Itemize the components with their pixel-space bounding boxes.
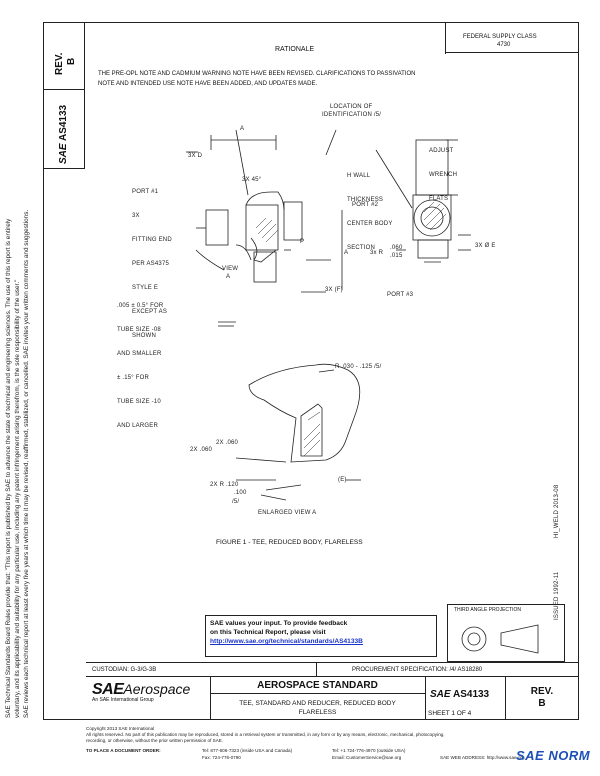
sae-aerospace-logo: SAEAerospace An SAE International Group bbox=[92, 681, 191, 703]
rationale-line: NOTE AND INTENDED USE NOTE HAVE BEEN ADD… bbox=[98, 81, 318, 87]
fax: Fax: 724-776-0790 bbox=[202, 755, 241, 760]
tube-note: .005 ± 0.5° FOR TUBE SIZE -08 AND SMALLE… bbox=[117, 303, 164, 429]
phone-intl: Tel: +1 724-776-4970 (outside USA) bbox=[332, 748, 406, 753]
divider bbox=[505, 676, 506, 720]
location-label: LOCATION OF bbox=[330, 104, 373, 110]
rationale-label: RATIONALE bbox=[275, 46, 315, 53]
tee-drawing bbox=[186, 129, 471, 501]
rationale-line: THE PRE-OPL NOTE AND CADMIUM WARNING NOT… bbox=[98, 71, 416, 77]
fsc-label: FEDERAL SUPPLY CLASS bbox=[463, 34, 537, 40]
view-label: VIEW bbox=[222, 266, 239, 272]
port2-label: PORT #2 bbox=[352, 202, 379, 208]
identification-label: IDENTIFICATION /5/ bbox=[322, 112, 382, 118]
h-wall-label: H WALL THICKNESS CENTER BODY SECTION bbox=[347, 173, 393, 251]
port3-label: PORT #3 bbox=[387, 292, 414, 298]
dim-d-label: 3X D bbox=[188, 153, 203, 159]
email: Email: CustomerService@sae.org bbox=[332, 755, 402, 760]
dim-3xr-label: 3x R bbox=[370, 250, 384, 256]
rev-block: REV. B bbox=[530, 686, 554, 709]
dim-3xf-label: 3X (F) bbox=[325, 287, 343, 293]
doc-number: SAE AS4133 bbox=[430, 689, 490, 700]
divider bbox=[86, 676, 579, 677]
sae-norm-watermark: SAE NORM bbox=[516, 748, 591, 763]
feedback-line-2: on this Technical Report, please visit bbox=[210, 629, 326, 636]
view-a-label: A bbox=[226, 274, 231, 280]
detail-2xr3-label: /5/ bbox=[232, 499, 240, 505]
web-address: SAE WEB ADDRESS: http://www.sae.org bbox=[440, 755, 525, 760]
dim-3xe-label: 3X Ø E bbox=[475, 243, 496, 249]
document-title-2: FLARELESS bbox=[298, 709, 337, 716]
footer-copyright: Copyright 2013 SAE International All rig… bbox=[86, 726, 445, 743]
detail-e-label: (E) bbox=[338, 477, 347, 483]
wrench-flats-label: ADJUST WRENCH FLATS bbox=[429, 148, 458, 202]
detail-r-label: R .030 - .125 /5/ bbox=[335, 364, 382, 370]
dim-a2-label: A bbox=[344, 250, 349, 256]
enlarged-view-label: ENLARGED VIEW A bbox=[258, 510, 317, 516]
procurement-label: PROCUREMENT SPECIFICATION: /4/ AS18280 bbox=[352, 667, 483, 673]
rationale-header: RATIONALE bbox=[85, 22, 446, 54]
figure-caption: FIGURE 1 - TEE, REDUCED BODY, FLARELESS bbox=[216, 539, 363, 546]
side-note-line: SAE Technical Standards Board Rules prov… bbox=[5, 218, 12, 718]
feedback-box: SAE values your input. To provide feedba… bbox=[205, 615, 437, 657]
projection-label: THIRD ANGLE PROJECTION bbox=[454, 607, 521, 613]
phone-us: Tel: 877-606-7323 (inside USA and Canada… bbox=[202, 748, 293, 753]
projection-symbol bbox=[461, 624, 539, 654]
divider bbox=[210, 676, 211, 720]
detail-2xr-label: 2X R .120 bbox=[210, 482, 239, 488]
projection-box: THIRD ANGLE PROJECTION bbox=[447, 604, 565, 662]
divider bbox=[210, 693, 425, 694]
side-note-line: SAE reviews each technical report at lea… bbox=[23, 209, 30, 718]
order-label: TO PLACE A DOCUMENT ORDER: bbox=[86, 748, 161, 753]
feedback-link[interactable]: http://www.sae.org/technical/standards/A… bbox=[210, 638, 363, 645]
dim-45-label: 3X 45° bbox=[242, 177, 262, 183]
detail-2x-label: 2X .060 bbox=[216, 440, 239, 446]
dim-c1-label: .060 bbox=[390, 245, 403, 251]
divider bbox=[425, 676, 426, 720]
divider bbox=[316, 662, 317, 676]
rationale-text: THE PRE-OPL NOTE AND CADMIUM WARNING NOT… bbox=[98, 69, 416, 89]
feedback-line-1: SAE values your input. To provide feedba… bbox=[210, 620, 348, 627]
dim-p-label: P bbox=[300, 239, 305, 245]
sheet-label: SHEET 1 OF 4 bbox=[428, 710, 472, 717]
dim-c2-label: .015 bbox=[390, 253, 403, 259]
custodian-label: CUSTODIAN: G-3/G-3B bbox=[92, 667, 157, 673]
detail-2x2-label: 2X .060 bbox=[190, 447, 213, 453]
dim-a-label: A bbox=[240, 126, 245, 132]
title-block bbox=[86, 662, 579, 721]
detail-2xr2-label: .100 bbox=[234, 490, 247, 496]
issue-stamp-1: HI_WELD 2013-08 bbox=[554, 484, 560, 538]
drawing-frame bbox=[43, 22, 579, 720]
port1-label: PORT #1 3X FITTING END PER AS4375 STYLE … bbox=[132, 189, 172, 339]
fsc-value: 4730 bbox=[497, 42, 511, 48]
fsc-cell: FEDERAL SUPPLY CLASS 4730 bbox=[445, 22, 579, 53]
aerospace-standard-title: AEROSPACE STANDARD bbox=[257, 680, 378, 691]
side-note-line: voluntary, and its applicability and sui… bbox=[14, 279, 21, 718]
document-title-1: TEE, STANDARD AND REDUCER, REDUCED BODY bbox=[239, 700, 396, 707]
technical-board-note: SAE Technical Standards Board Rules prov… bbox=[4, 78, 31, 718]
